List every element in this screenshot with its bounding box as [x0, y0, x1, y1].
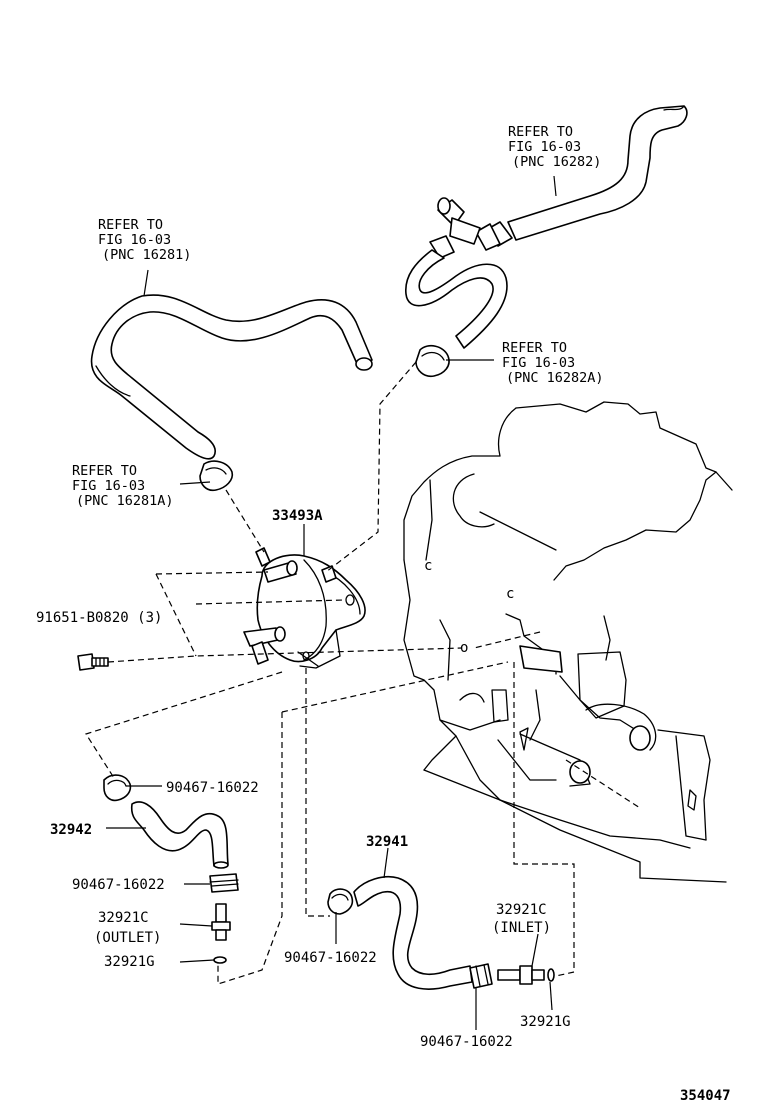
svg-text:FIG 16-03: FIG 16-03: [98, 232, 171, 248]
hose-32941[interactable]: [353, 876, 473, 990]
svg-text:REFER TO: REFER TO: [98, 217, 163, 233]
svg-text:c: c: [424, 558, 432, 574]
svg-text:REFER TO: REFER TO: [72, 463, 137, 479]
leader-lines: [106, 175, 557, 1030]
union-outlet[interactable]: [211, 903, 231, 941]
clamp-2[interactable]: [209, 873, 239, 893]
label-clamp-2: 90467-16022: [72, 877, 165, 893]
ref-label-16282a: REFER TO FIG 16-03 (PNC 16282A): [502, 340, 604, 386]
bolt-91651-b0820[interactable]: [77, 653, 109, 671]
gasket-inlet[interactable]: [547, 968, 555, 982]
ref-label-16281: REFER TO FIG 16-03 (PNC 16281): [98, 217, 191, 263]
tee-fitting[interactable]: [429, 197, 481, 259]
svg-text:c: c: [506, 586, 514, 602]
svg-text:(PNC 16282): (PNC 16282): [512, 154, 601, 170]
svg-text:FIG 16-03: FIG 16-03: [72, 478, 145, 494]
label-union-inlet-part: 32921C: [496, 902, 547, 918]
hose-32942[interactable]: [130, 801, 229, 869]
svg-text:o: o: [460, 640, 468, 656]
label-gasket-inlet: 32921G: [520, 1014, 571, 1030]
clamp-4[interactable]: [469, 963, 493, 989]
hose-16281[interactable]: [90, 294, 373, 460]
ref-label-16281a: REFER TO FIG 16-03 (PNC 16281A): [72, 463, 174, 509]
clamp-3[interactable]: [327, 888, 354, 915]
label-gasket-outlet: 32921G: [104, 954, 155, 970]
label-32941: 32941: [366, 834, 408, 850]
svg-text:REFER TO: REFER TO: [502, 340, 567, 356]
label-union-outlet-part: 32921C: [98, 910, 149, 926]
ref-label-16282: REFER TO FIG 16-03 (PNC 16282): [508, 124, 601, 170]
clamp-16282a[interactable]: [415, 344, 450, 378]
engine-outline: c c o: [403, 401, 733, 883]
svg-text:FIG 16-03: FIG 16-03: [508, 139, 581, 155]
label-bolt: 91651-B0820 (3): [36, 610, 162, 626]
label-32942: 32942: [50, 822, 92, 838]
clamp-1[interactable]: [103, 774, 132, 802]
gasket-outlet[interactable]: [213, 956, 227, 964]
label-union-inlet-note: (INLET): [492, 920, 551, 936]
svg-text:REFER TO: REFER TO: [508, 124, 573, 140]
label-union-outlet-note: (OUTLET): [94, 930, 161, 946]
svg-text:(PNC 16281): (PNC 16281): [102, 247, 191, 263]
svg-text:FIG 16-03: FIG 16-03: [502, 355, 575, 371]
oil-cooler-33493a[interactable]: [243, 547, 366, 669]
label-33493a: 33493A: [272, 508, 323, 524]
label-clamp-3: 90467-16022: [284, 950, 377, 966]
label-clamp-4: 90467-16022: [420, 1034, 513, 1050]
svg-text:(PNC 16282A): (PNC 16282A): [506, 370, 604, 386]
label-clamp-1: 90467-16022: [166, 780, 259, 796]
diagram-number: 354047: [680, 1088, 731, 1104]
hose-under-tee[interactable]: [405, 249, 508, 349]
union-inlet[interactable]: [497, 965, 545, 985]
hose-16282[interactable]: [475, 105, 688, 251]
clamp-16281a[interactable]: [199, 460, 234, 492]
svg-text:(PNC 16281A): (PNC 16281A): [76, 493, 174, 509]
dashed-assembly-lines: [85, 361, 575, 985]
